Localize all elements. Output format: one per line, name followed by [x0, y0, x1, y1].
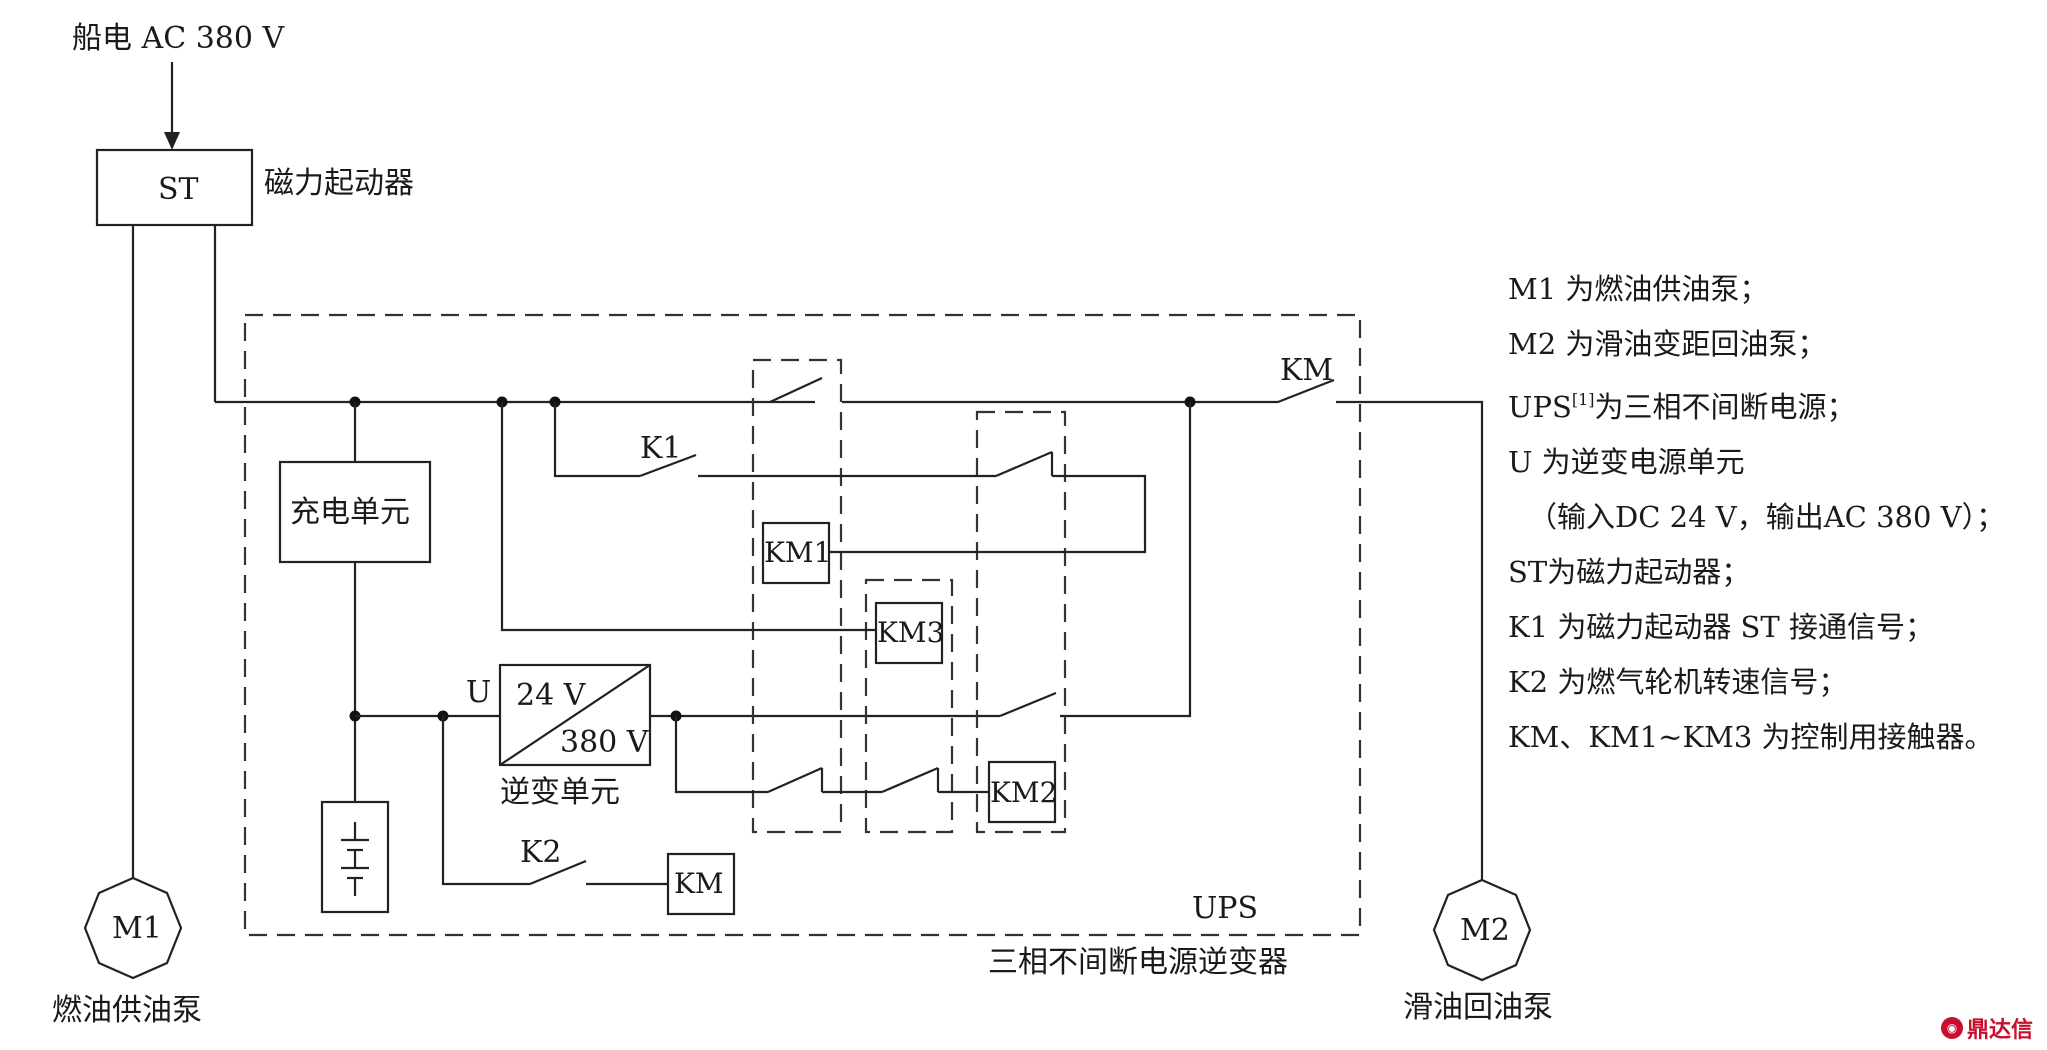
legend-item: ST为磁力起动器；	[1508, 555, 1751, 589]
m2-caption: 滑油回油泵	[1403, 990, 1553, 1025]
legend-item: M2 为滑油变距回油泵；	[1508, 327, 1827, 361]
m1-motor	[83, 876, 183, 980]
legend-ups-desc: 为三相不间断电源；	[1594, 390, 1856, 424]
m1-label: M1	[112, 911, 162, 946]
km3-coil	[874, 601, 944, 665]
wire-k1-left	[553, 402, 640, 478]
km-switch-label: KM	[1280, 353, 1333, 388]
watermark-logo-icon: ◉	[1940, 1017, 1963, 1039]
km-coil-label: KM	[674, 867, 724, 900]
km3-nc-contact	[881, 766, 939, 794]
inverter-output-label: 380 V	[560, 725, 650, 760]
inverter-diagonal	[499, 664, 651, 766]
wire-to-m2	[1336, 400, 1484, 880]
watermark: ◉ 鼎达信	[1940, 1012, 2033, 1044]
legend-item: K2 为燃气轮机转速信号；	[1508, 665, 1848, 699]
legend-item: U 为逆变电源单元	[1508, 445, 1745, 479]
km3-label: KM3	[877, 616, 944, 649]
km1-label: KM1	[764, 536, 831, 569]
km2-nc-contact	[995, 450, 1053, 478]
km-coil	[666, 852, 736, 916]
st-label: ST	[158, 172, 199, 207]
k1-contact	[639, 453, 697, 478]
km1-nc-contact	[767, 766, 823, 794]
km1-main-contact	[769, 377, 823, 403]
legend-item: （输入DC 24 V，输出AC 380 V）；	[1528, 500, 2006, 534]
u-label: U	[466, 675, 491, 710]
m2-label: M2	[1460, 913, 1510, 948]
ups-box	[243, 313, 1362, 937]
ups-label: UPS	[1192, 891, 1258, 926]
km-switch-contact	[1277, 378, 1335, 404]
inverter-input-label: 24 V	[516, 678, 587, 713]
km3-group	[864, 578, 954, 834]
inverter-unit-label: 逆变单元	[500, 775, 620, 810]
legend-item: M1 为燃油供油泵；	[1508, 272, 1769, 306]
m1-caption: 燃油供油泵	[52, 993, 202, 1028]
legend-ups: UPS	[1508, 390, 1572, 424]
legend-ref: [1]	[1571, 390, 1595, 409]
km1-group	[751, 358, 843, 834]
wire-k1-loop	[829, 474, 1147, 554]
wire-km2-control	[674, 716, 768, 794]
source-label: 船电 AC 380 V	[72, 21, 285, 56]
charger-label: 充电单元	[290, 495, 410, 530]
legend-item: UPS[1]为三相不间断电源；	[1508, 372, 2028, 435]
st-box	[95, 148, 254, 227]
k2-contact	[529, 859, 587, 886]
m2-motor	[1432, 878, 1532, 982]
watermark-text: 鼎达信	[1966, 1018, 2033, 1043]
ups-caption: 三相不间断电源逆变器	[988, 945, 1288, 980]
wire-km2-to-bus	[1060, 402, 1192, 718]
legend-item: K1 为磁力起动器 ST 接通信号；	[1508, 610, 1934, 644]
charger-box	[278, 460, 432, 564]
starter-label: 磁力起动器	[264, 166, 414, 201]
wire-km3-feed	[500, 402, 876, 632]
km1-coil	[761, 521, 831, 585]
km2-group	[975, 410, 1067, 834]
wire-k2-left	[441, 716, 530, 886]
k1-label: K1	[640, 431, 682, 466]
k2-label: K2	[520, 835, 562, 870]
source-arrow-head	[164, 132, 180, 150]
legend: M1 为燃油供油泵； M2 为滑油变距回油泵； UPS[1]为三相不间断电源； …	[1508, 262, 2028, 765]
legend-item: KM、KM1~KM3 为控制用接触器。	[1508, 720, 1994, 754]
km2-label: KM2	[990, 776, 1057, 809]
km2-main-contact	[999, 691, 1057, 718]
